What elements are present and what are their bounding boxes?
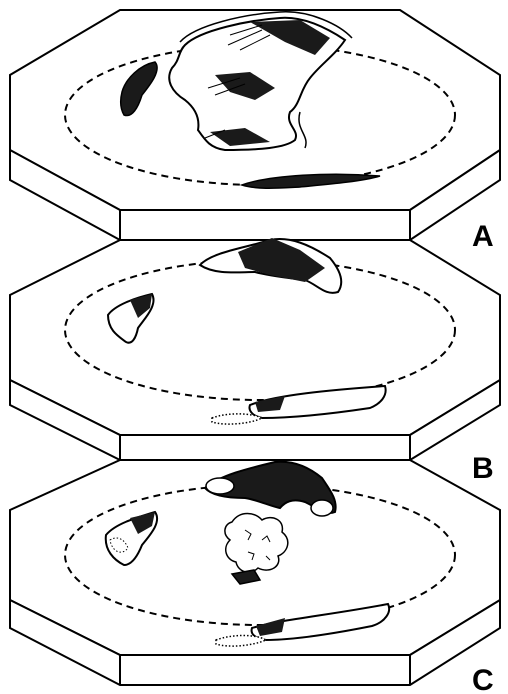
panel-c-crater-rim xyxy=(206,478,234,494)
panel-label-b: B xyxy=(472,452,494,485)
panel-a: A xyxy=(10,10,500,253)
panel-c-crater-rim-2 xyxy=(311,500,333,516)
panel-label-a: A xyxy=(472,220,494,253)
panel-label-c: C xyxy=(472,664,494,694)
panel-b: B xyxy=(10,238,500,485)
panel-c: C xyxy=(10,460,500,694)
